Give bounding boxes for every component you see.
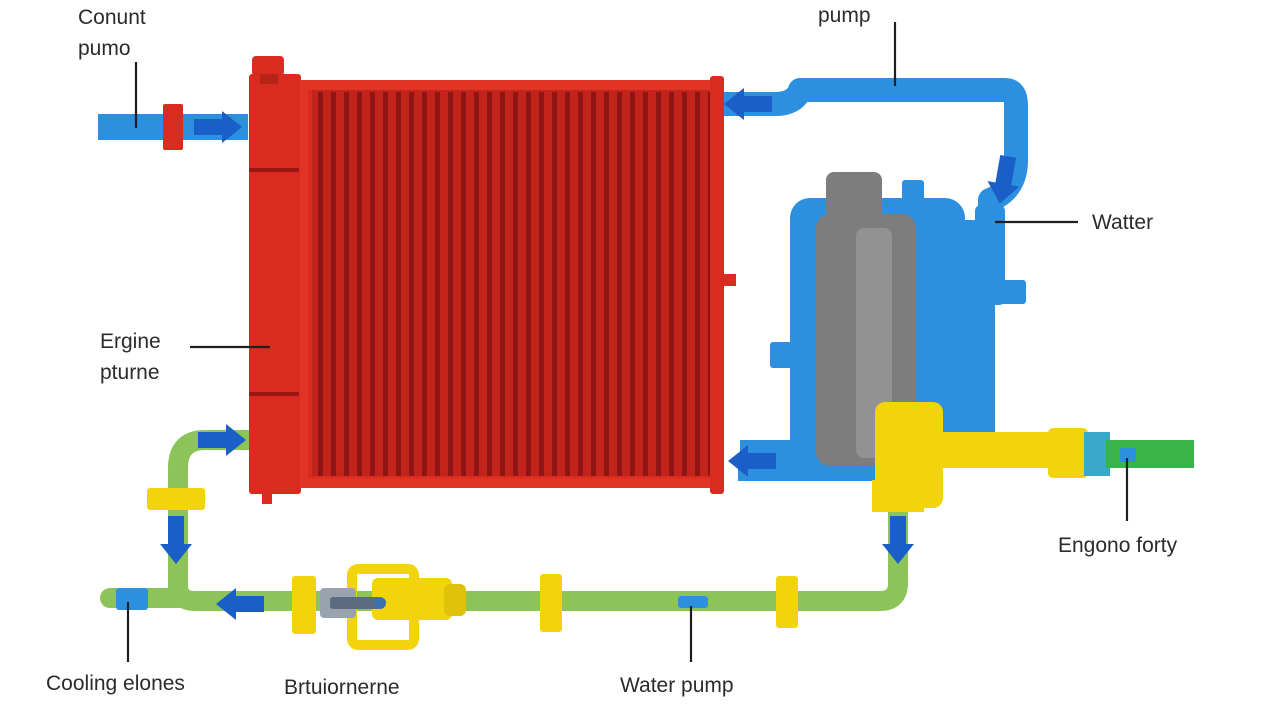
radiator-fin [409, 92, 414, 476]
radiator-fin [435, 92, 440, 476]
radiator-fin [487, 92, 492, 476]
label-coolant-pump: Conunt pumo [78, 2, 146, 64]
radiator-fin [565, 92, 570, 476]
label-engine: Ergine pturne [100, 326, 161, 388]
radiator-fin [461, 92, 466, 476]
radiator-fin [604, 92, 609, 476]
label-line: Ergine [100, 330, 161, 353]
radiator-fin [500, 92, 505, 476]
pipe-ring [678, 596, 708, 608]
label-line: pturne [100, 361, 160, 384]
outlet-yellow [872, 402, 1194, 512]
radiator-fin [474, 92, 479, 476]
radiator-fin [695, 92, 700, 476]
radiator-fin [643, 92, 648, 476]
radiator-fin [422, 92, 427, 476]
radiator-fin [682, 92, 687, 476]
flow-arrow-icon [216, 588, 264, 620]
radiator-fin [669, 92, 674, 476]
radiator-fin [617, 92, 622, 476]
radiator-fin [370, 92, 375, 476]
thermostat-housing [320, 564, 466, 650]
flow-arrow-icon [882, 516, 914, 564]
flow-arrow-icon [987, 154, 1020, 204]
radiator-fin [539, 92, 544, 476]
radiator-fin [656, 92, 661, 476]
radiator-fin [578, 92, 583, 476]
radiator-fin [331, 92, 336, 476]
pipe-ring [776, 576, 798, 628]
flow-arrow-icon [194, 111, 242, 143]
flow-arrow-icon [198, 424, 246, 456]
flow-arrow-icon [160, 516, 192, 564]
radiator-fin [630, 92, 635, 476]
pipe-ring [147, 488, 205, 510]
label-thermostat: Brtuiornerne [284, 676, 400, 699]
radiator-fin [383, 92, 388, 476]
radiator [249, 56, 736, 504]
radiator-fin [344, 92, 349, 476]
flow-arrow-icon [724, 88, 772, 120]
radiator-fin [552, 92, 557, 476]
inlet-pipe-fitting [163, 104, 183, 150]
inlet-coupling [116, 588, 148, 610]
radiator-fin [396, 92, 401, 476]
radiator-fin [318, 92, 323, 476]
label-line: pumo [78, 37, 131, 60]
pipe-ring [292, 576, 316, 634]
pipe-ring [540, 574, 562, 632]
radiator-fins [318, 92, 713, 476]
label-cooling: Cooling elones [46, 672, 185, 695]
radiator-fin [357, 92, 362, 476]
leader-lines [126, 22, 1129, 662]
radiator-fin [526, 92, 531, 476]
radiator-fin [448, 92, 453, 476]
label-line: Conunt [78, 6, 146, 29]
label-water: Watter [1092, 211, 1154, 234]
label-pump: pump [818, 4, 871, 27]
label-engine-body: Engono forty [1058, 534, 1178, 557]
flow-arrows [160, 88, 1020, 620]
flow-arrow-icon [728, 445, 776, 477]
radiator-fin [513, 92, 518, 476]
label-water-pump: Water pump [620, 674, 734, 697]
radiator-fin [591, 92, 596, 476]
